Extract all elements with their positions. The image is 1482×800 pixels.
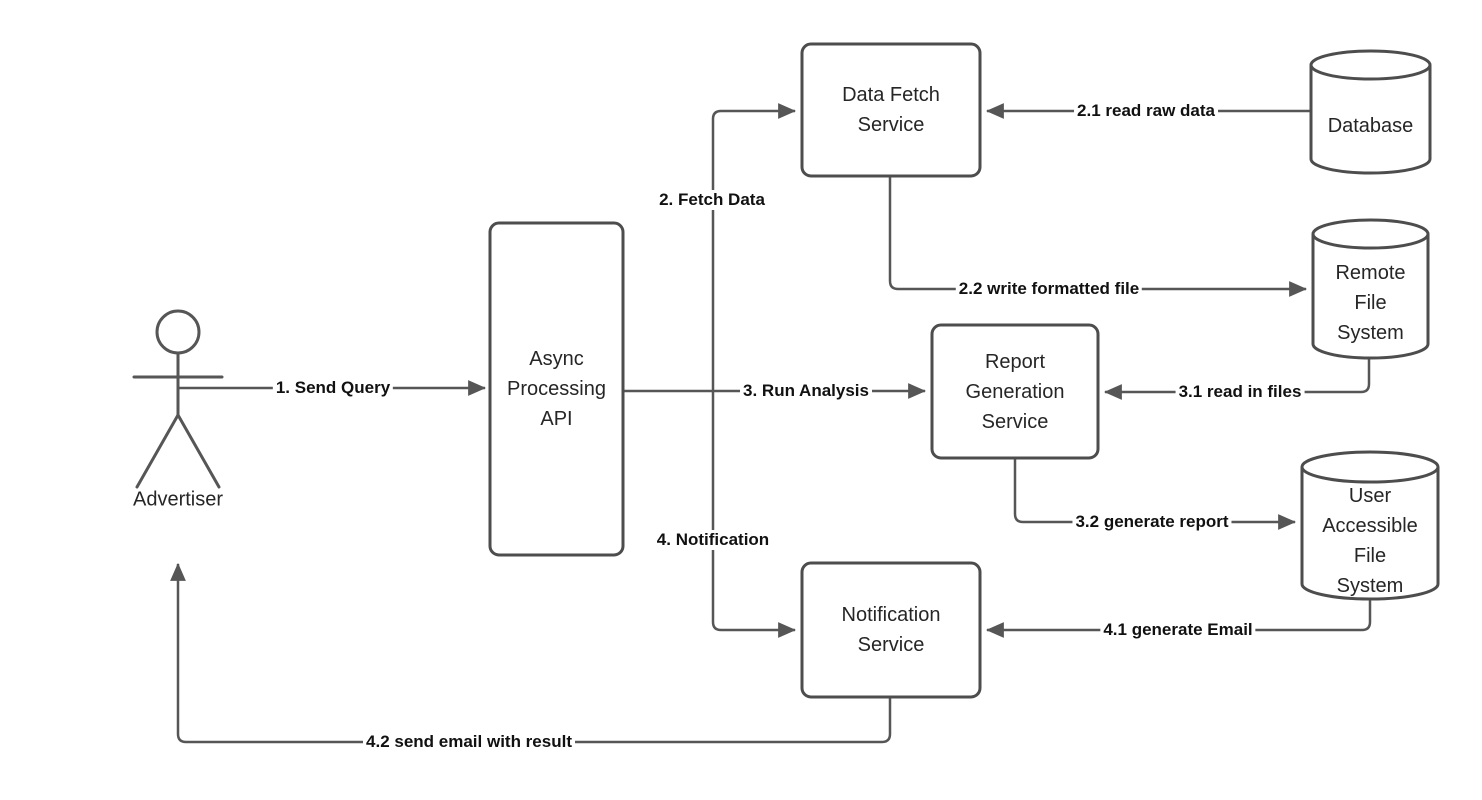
edge-2-fetch-data xyxy=(711,103,797,391)
actor-leg-left xyxy=(135,413,180,489)
data-fetch-service-box xyxy=(800,42,982,178)
edge-3-2-generate-report xyxy=(1013,458,1297,530)
report-generation-service-box xyxy=(930,323,1100,460)
remote-file-system-cylinder xyxy=(1311,218,1430,360)
actor-head xyxy=(155,309,201,355)
edge-3-1-read-in-files xyxy=(1103,358,1371,400)
user-accessible-file-system-cylinder xyxy=(1300,450,1440,601)
edge-4-notification xyxy=(711,391,797,638)
database-cylinder xyxy=(1309,49,1432,175)
actor-advertiser-figure xyxy=(132,309,224,489)
edge-4-2-send-email-with-result xyxy=(170,562,892,744)
notification-service-box xyxy=(800,561,982,699)
edge-4-1-generate-email xyxy=(985,599,1372,638)
edge-2-2-write-formatted-file xyxy=(888,176,1308,297)
async-processing-api-box xyxy=(488,221,625,557)
actor-leg-right xyxy=(176,413,221,489)
